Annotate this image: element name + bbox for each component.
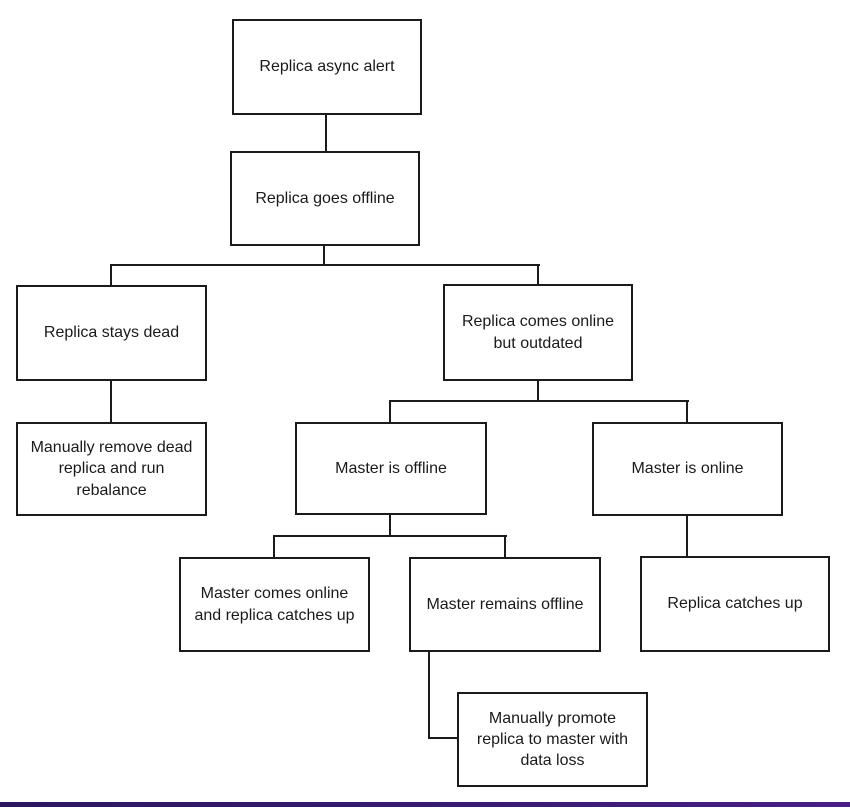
connector-line (389, 515, 391, 537)
connector-line (273, 535, 275, 557)
connector-line (325, 115, 327, 151)
node-label: Manually promote replica to master with … (476, 709, 629, 770)
node-replica-comes-online-outdated: Replica comes online but outdated (443, 284, 633, 381)
node-label: Replica async alert (259, 58, 395, 76)
connector-line (273, 535, 507, 537)
connector-line (428, 737, 457, 739)
node-label: Master is offline (335, 459, 447, 477)
node-replica-stays-dead: Replica stays dead (16, 285, 207, 381)
node-label: Replica stays dead (43, 324, 180, 342)
node-replica-catches-up: Replica catches up (640, 556, 830, 652)
connector-line (537, 264, 539, 284)
connector-line (686, 516, 688, 556)
node-label: Manually remove dead replica and run reb… (30, 439, 193, 499)
node-manually-promote-replica: Manually promote replica to master with … (457, 692, 648, 787)
node-label: Replica goes offline (255, 189, 395, 207)
connector-line (323, 246, 325, 266)
node-label: Master is online (631, 460, 744, 478)
connector-line (686, 400, 688, 422)
connector-line (504, 535, 506, 557)
connector-line (537, 381, 539, 402)
connector-line (110, 264, 112, 285)
bottom-accent-bar (0, 802, 850, 807)
node-label: Master remains offline (426, 595, 584, 613)
connector-line (110, 381, 112, 422)
node-replica-goes-offline: Replica goes offline (230, 151, 420, 246)
node-label: Replica comes online but outdated (461, 313, 615, 352)
connector-line (110, 264, 540, 266)
connector-line (428, 652, 430, 739)
node-master-is-online: Master is online (592, 422, 783, 516)
node-label: Replica catches up (667, 595, 803, 613)
node-master-is-offline: Master is offline (295, 422, 487, 515)
node-master-remains-offline: Master remains offline (409, 557, 601, 652)
connector-line (389, 400, 391, 422)
node-manually-remove-dead-replica: Manually remove dead replica and run reb… (16, 422, 207, 516)
node-label: Master comes online and replica catches … (194, 585, 355, 624)
node-master-comes-online-replica-catches-up: Master comes online and replica catches … (179, 557, 370, 652)
node-replica-async-alert: Replica async alert (232, 19, 422, 115)
connector-line (389, 400, 689, 402)
